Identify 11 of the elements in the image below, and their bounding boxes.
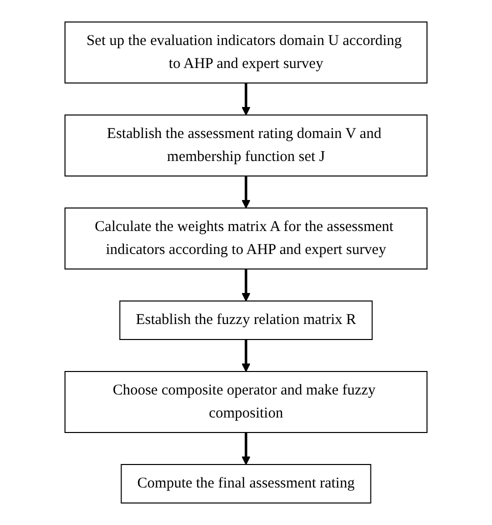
node-box: Set up the evaluation indicators domain U according to AHP and expert survey (64, 22, 428, 84)
node-box: Choose composite operator and make fuzzy composition (64, 371, 428, 433)
arrow (242, 340, 250, 372)
node-box: Establish the fuzzy relation matrix R (119, 300, 373, 340)
arrow (242, 269, 250, 302)
node-box: Compute the final assessment rating (120, 464, 372, 504)
arrow (242, 176, 250, 208)
arrow (242, 83, 250, 116)
node-box: Establish the assessment rating domain V and membership function set J (64, 114, 428, 176)
arrow (242, 432, 250, 465)
node-box: Calculate the weights matrix A for the assessment indicators according to AHP and expert survey (64, 208, 428, 270)
